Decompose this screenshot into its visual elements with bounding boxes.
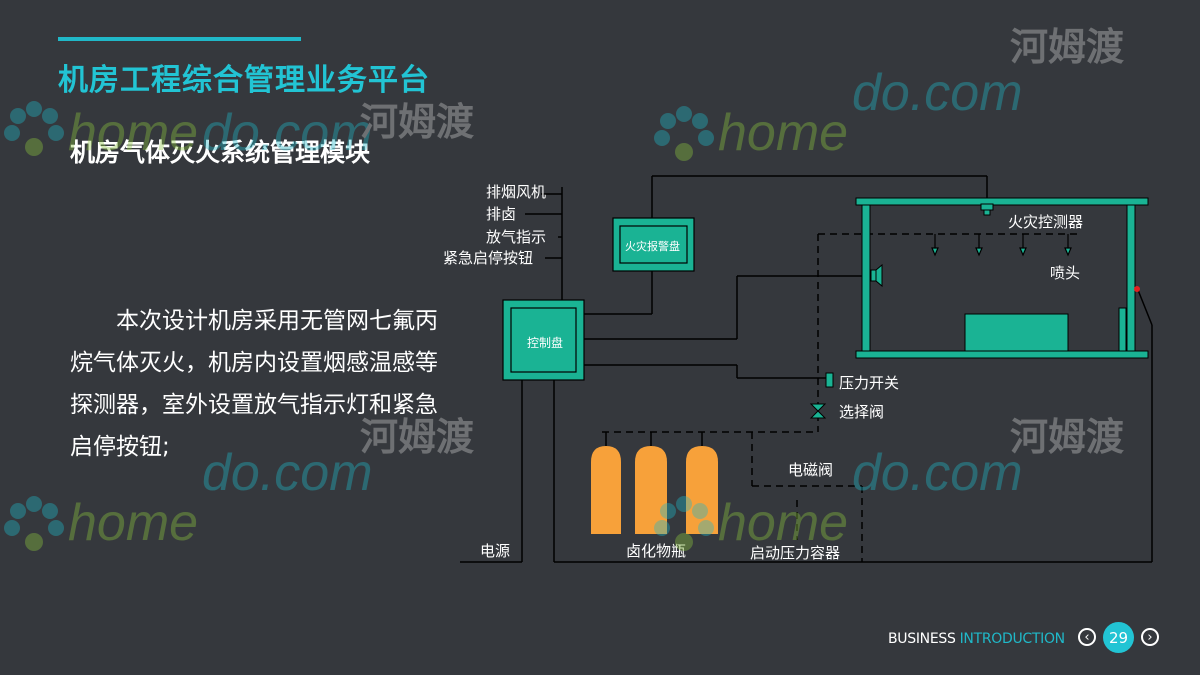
alarm-panel-box: 火灾报警盘: [612, 217, 695, 272]
page-number: 29: [1103, 622, 1134, 653]
diagram-piping: [602, 233, 1078, 562]
module-subtitle: 机房气体灭火系统管理模块: [70, 138, 371, 167]
label-solenoid-valve: 电磁阀: [788, 461, 833, 479]
label-power: 电源: [480, 542, 510, 560]
indicator-lamp: [1134, 286, 1140, 292]
server-cabinet: [964, 313, 1069, 352]
next-page-button[interactable]: ›: [1141, 628, 1159, 646]
fire-detector-icon: [980, 203, 994, 216]
chevron-left-icon: ‹: [1084, 629, 1090, 645]
label-exhaust-fan: 排烟风机: [486, 183, 546, 201]
label-pressure-switch: 压力开关: [839, 374, 899, 392]
description-paragraph: 本次设计机房采用无管网七氟丙烷气体灭火，机房内设置烟感温感等探测器，室外设置放气…: [70, 308, 438, 460]
chevron-right-icon: ›: [1147, 629, 1153, 645]
page-title: 机房工程综合管理业务平台: [58, 63, 430, 98]
selector-valve-icon: [809, 403, 827, 419]
label-halide-cylinders: 卤化物瓶: [626, 542, 686, 560]
label-startup-container: 启动压力容器: [750, 544, 840, 562]
footer-introduction: INTRODUCTION: [959, 631, 1066, 647]
label-selector-valve: 选择阀: [839, 403, 884, 421]
label-nozzle: 喷头: [1050, 264, 1080, 282]
label-fire-detector: 火灾控测器: [1008, 213, 1083, 231]
label-emergency-button: 紧急启停按钮: [443, 249, 533, 267]
pressure-switch-icon: [825, 372, 834, 388]
footer-caption: BUSINESS INTRODUCTION: [888, 628, 1065, 650]
control-panel-box: 控制盘: [502, 299, 585, 381]
diagram-wiring: [460, 175, 1153, 563]
nozzle-icons: [931, 234, 1072, 257]
title-accent-bar: [58, 37, 301, 41]
protected-room: [855, 197, 1149, 359]
label-exhaust-halon: 排卤: [486, 205, 516, 223]
alarm-panel-label: 火灾报警盘: [625, 239, 680, 253]
halide-cylinders: [591, 446, 718, 534]
horn-icon: [870, 263, 883, 288]
label-discharge-indicator: 放气指示: [486, 228, 546, 246]
prev-page-button[interactable]: ‹: [1078, 628, 1096, 646]
cylinder-manifold: [605, 432, 703, 446]
control-panel-label: 控制盘: [527, 335, 563, 350]
footer-business: BUSINESS: [888, 631, 956, 647]
